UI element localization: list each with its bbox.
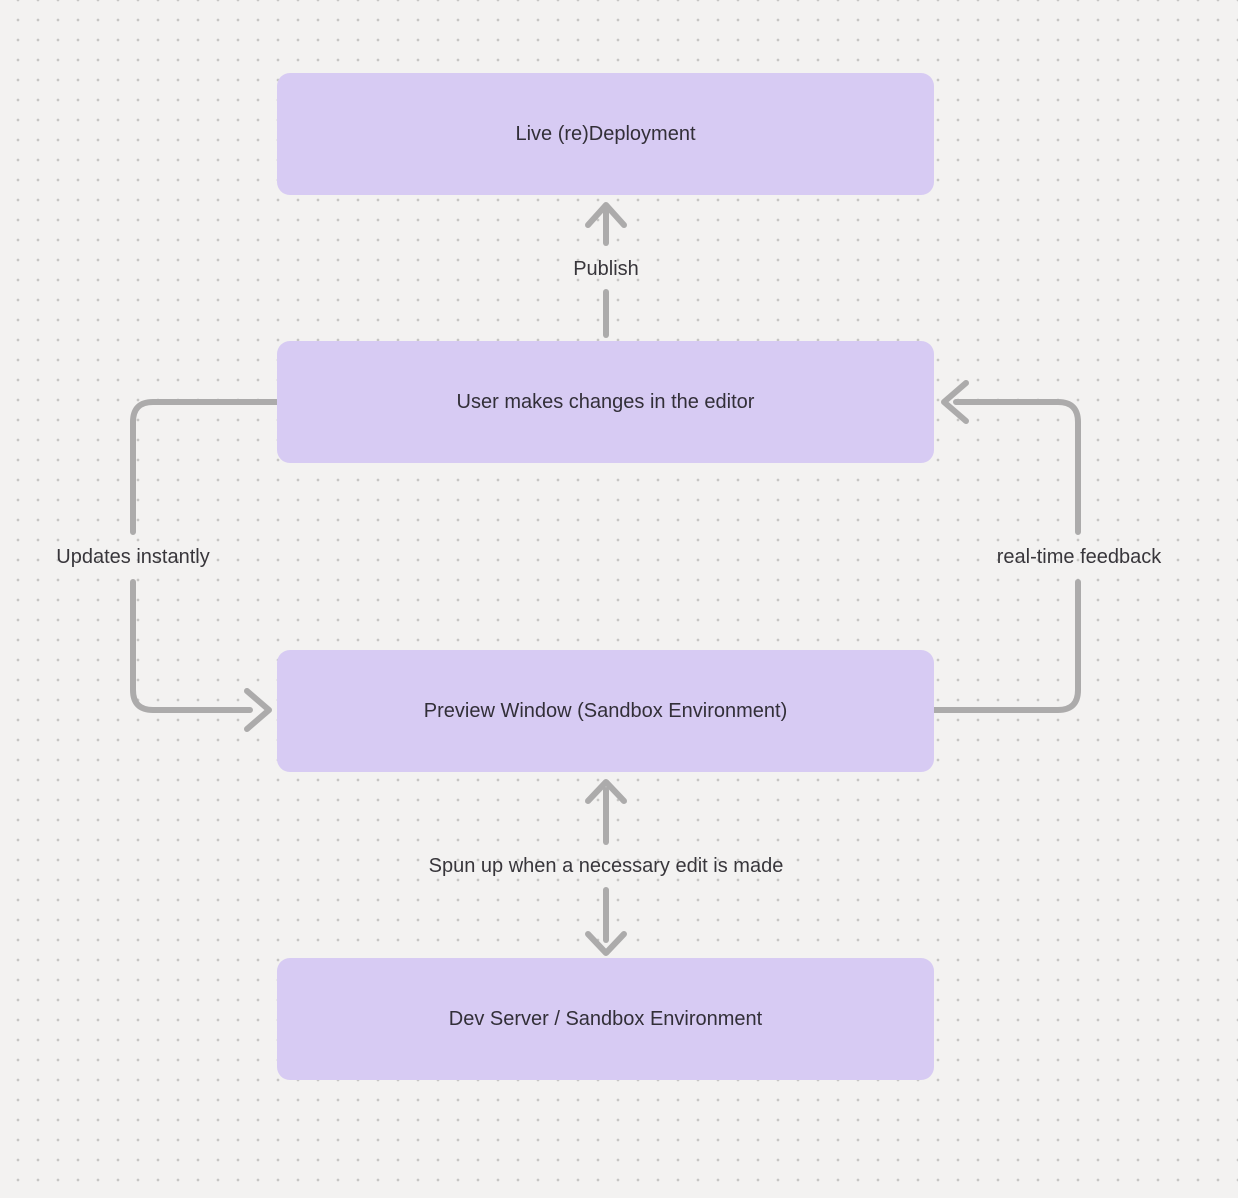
- edge-label-real-time-feedback: real-time feedback: [996, 546, 1162, 568]
- node-label: Dev Server / Sandbox Environment: [448, 1008, 763, 1030]
- arrowhead-up-icon: [585, 202, 627, 228]
- edge-updates-instantly-connector: [130, 399, 280, 732]
- edge-spun-up-connector: [585, 779, 627, 956]
- edge-label-updates-instantly: Updates instantly: [56, 546, 210, 568]
- node-label: Live (re)Deployment: [515, 123, 696, 145]
- arrowhead-left-icon: [941, 380, 969, 424]
- node-preview-window[interactable]: Preview Window (Sandbox Environment): [277, 650, 934, 772]
- edge-publish-connector: [585, 202, 627, 338]
- edge-real-time-feedback-connector: [931, 380, 1081, 713]
- edge-label-spun-up: Spun up when a necessary edit is made: [428, 855, 784, 877]
- arrowhead-up-icon: [585, 779, 627, 804]
- node-label: User makes changes in the editor: [456, 391, 755, 413]
- node-live-redeployment[interactable]: Live (re)Deployment: [277, 73, 934, 195]
- node-dev-server[interactable]: Dev Server / Sandbox Environment: [277, 958, 934, 1080]
- arrowhead-right-icon: [244, 688, 272, 732]
- arrowhead-down-icon: [585, 931, 627, 956]
- edge-label-publish: Publish: [573, 258, 639, 280]
- node-user-editor[interactable]: User makes changes in the editor: [277, 341, 934, 463]
- node-label: Preview Window (Sandbox Environment): [423, 700, 788, 722]
